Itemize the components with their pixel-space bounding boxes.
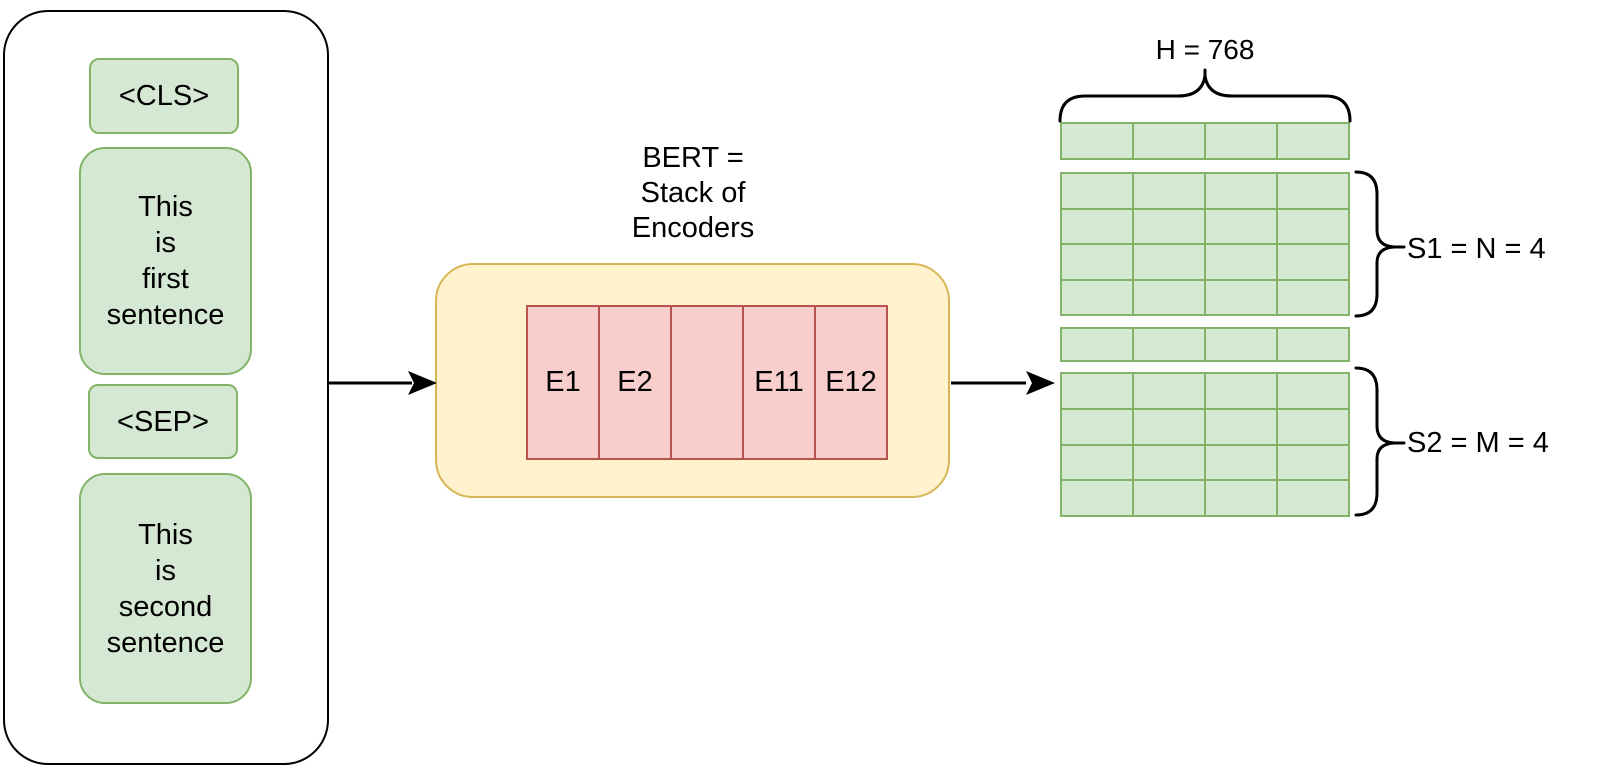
matrix-cell — [1062, 209, 1132, 243]
matrix-cell — [1062, 329, 1132, 360]
matrix-cell — [1062, 174, 1132, 208]
token-sep: <SEP> — [88, 384, 238, 459]
matrix-cell — [1278, 245, 1348, 279]
matrix-cell — [1278, 445, 1348, 480]
matrix-cell — [1278, 329, 1348, 360]
output-grid-s2 — [1060, 372, 1350, 517]
matrix-cell — [1062, 374, 1132, 408]
matrix-cell — [1278, 409, 1348, 444]
matrix-cell — [1134, 374, 1204, 408]
matrix-cell — [1278, 209, 1348, 243]
matrix-cell — [1206, 374, 1276, 408]
s1-count-label: S1 = N = 4 — [1407, 232, 1546, 265]
matrix-cell — [1062, 481, 1132, 515]
matrix-cell — [1206, 209, 1276, 243]
matrix-cell — [1134, 481, 1204, 515]
encoder-e2: E2 — [598, 305, 672, 460]
encoder-row: E1 E2 E11 E12 — [526, 305, 888, 460]
encoder-e12: E12 — [814, 305, 888, 460]
token-cls: <CLS> — [89, 58, 239, 134]
matrix-cell — [1278, 280, 1348, 314]
matrix-cell — [1206, 329, 1276, 360]
matrix-cell — [1278, 481, 1348, 515]
encoder-e11: E11 — [742, 305, 816, 460]
matrix-cell — [1206, 481, 1276, 515]
matrix-cell — [1206, 174, 1276, 208]
matrix-cell — [1206, 245, 1276, 279]
matrix-cell — [1134, 245, 1204, 279]
arrowhead-icon — [408, 371, 437, 395]
bert-to-output-arrow — [951, 371, 1055, 395]
matrix-cell — [1062, 245, 1132, 279]
encoder-ellipsis — [670, 305, 744, 460]
matrix-cell — [1278, 174, 1348, 208]
token-first-sentence: This is first sentence — [79, 147, 252, 375]
matrix-cell — [1134, 280, 1204, 314]
h-brace-icon — [1058, 68, 1352, 123]
s1-brace-icon — [1354, 170, 1406, 318]
matrix-cell — [1278, 124, 1348, 158]
matrix-cell — [1134, 329, 1204, 360]
matrix-cell — [1206, 409, 1276, 444]
matrix-cell — [1134, 209, 1204, 243]
matrix-cell — [1206, 280, 1276, 314]
encoder-e1: E1 — [526, 305, 600, 460]
matrix-cell — [1134, 124, 1204, 158]
output-grid-cls-row — [1060, 122, 1350, 160]
matrix-cell — [1278, 374, 1348, 408]
hidden-size-label: H = 768 — [1155, 34, 1255, 65]
bert-title: BERT = Stack of Encoders — [631, 142, 755, 244]
matrix-cell — [1062, 124, 1132, 158]
bert-encoder-stack: E1 E2 E11 E12 — [435, 263, 950, 498]
token-second-sentence: This is second sentence — [79, 473, 252, 704]
matrix-cell — [1206, 124, 1276, 158]
s2-count-label: S2 = M = 4 — [1407, 426, 1549, 459]
matrix-cell — [1134, 445, 1204, 480]
matrix-cell — [1134, 174, 1204, 208]
matrix-cell — [1062, 445, 1132, 480]
arrowhead-icon — [1026, 371, 1055, 395]
input-to-bert-arrow — [328, 371, 437, 395]
matrix-cell — [1062, 280, 1132, 314]
s2-brace-icon — [1354, 366, 1406, 517]
output-grid-sep-row — [1060, 327, 1350, 362]
matrix-cell — [1062, 409, 1132, 444]
matrix-cell — [1134, 409, 1204, 444]
matrix-cell — [1206, 445, 1276, 480]
output-grid-s1 — [1060, 172, 1350, 316]
input-tokens-container: <CLS> This is first sentence <SEP> This … — [3, 10, 329, 765]
